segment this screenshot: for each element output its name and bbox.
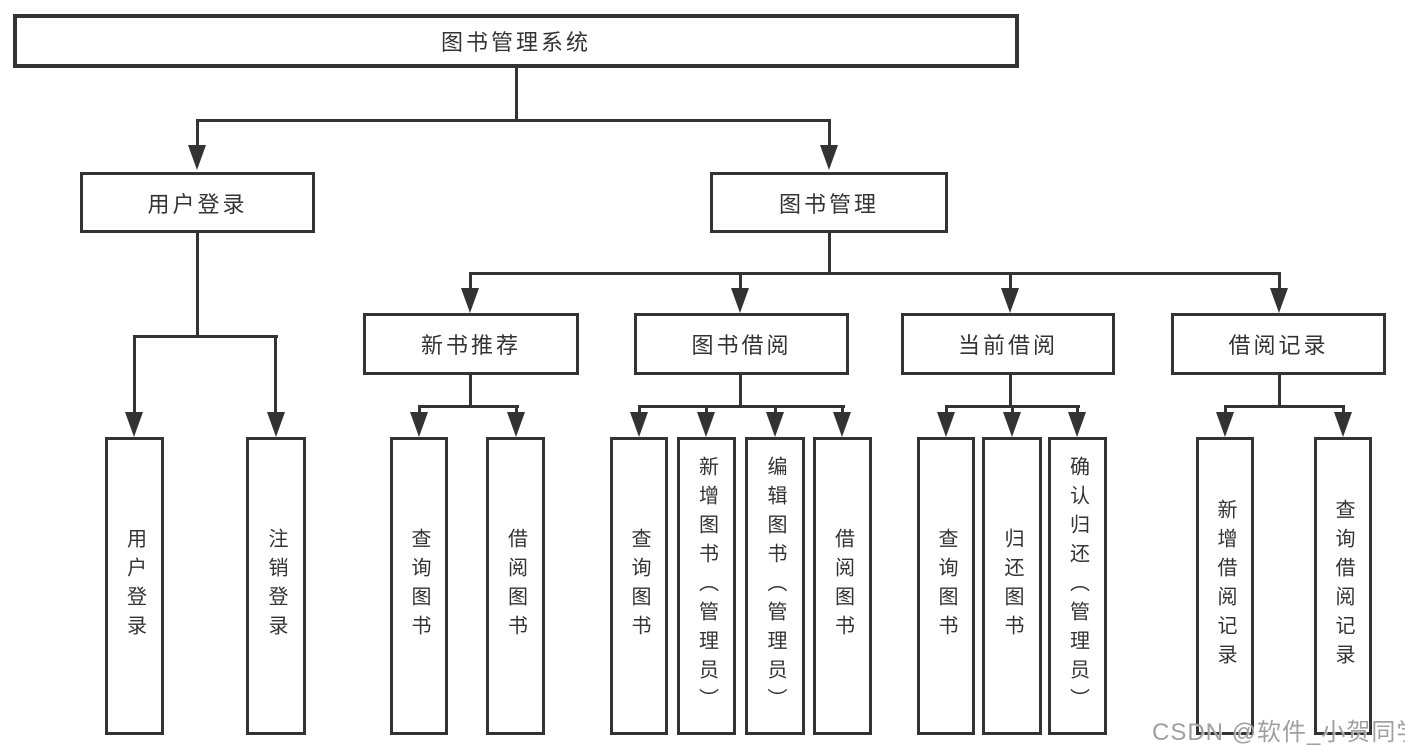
leaf-current-query-books: 查询图书 — [917, 437, 975, 735]
connector-drop-leaf — [1224, 405, 1227, 415]
leaf-add-books-admin-label: 新增图书（管理员） — [695, 455, 718, 717]
leaf-recommend-borrow-books: 借阅图书 — [486, 437, 545, 735]
node-new-book-recommend: 新书推荐 — [363, 313, 579, 375]
arrow-down-icon — [461, 288, 479, 313]
arrow-down-icon — [833, 412, 851, 437]
arrow-down-icon — [731, 288, 749, 313]
arrow-down-icon — [1001, 288, 1019, 313]
connector-drop-level3 — [469, 272, 472, 290]
arrow-down-icon — [507, 412, 525, 437]
connector-drop-leaf — [1011, 405, 1014, 415]
leaf-confirm-return-admin-label: 确认归还（管理员） — [1066, 455, 1089, 717]
arrow-down-icon — [1216, 412, 1234, 437]
node-book-borrow: 图书借阅 — [634, 313, 849, 375]
leaf-add-borrow-record-label: 新增借阅记录 — [1214, 499, 1236, 673]
arrow-down-icon — [937, 412, 955, 437]
leaf-borrow-books: 借阅图书 — [813, 437, 872, 735]
node-root-label: 图书管理系统 — [440, 30, 591, 55]
arrow-down-icon — [630, 412, 648, 437]
arrow-down-icon — [267, 412, 285, 437]
connector-records-branch — [1224, 405, 1345, 408]
connector-drop-leaf — [274, 335, 277, 415]
connector-drop-leaf — [945, 405, 948, 415]
node-user-login: 用户登录 — [80, 172, 315, 233]
connector-drop-level3 — [1009, 272, 1012, 290]
leaf-query-borrow-record-label: 查询借阅记录 — [1332, 499, 1354, 673]
leaf-borrow-query-books: 查询图书 — [610, 437, 668, 735]
arrow-down-icon — [1270, 288, 1288, 313]
leaf-logout-label: 注销登录 — [265, 528, 287, 644]
leaf-edit-books-admin: 编辑图书（管理员） — [745, 437, 805, 735]
arrow-down-icon — [697, 412, 715, 437]
connector-borrow-branch — [638, 405, 845, 408]
connector-root-branch — [196, 119, 831, 122]
connector-drop-leaf — [133, 335, 136, 415]
connector-borrow-stem — [739, 375, 742, 407]
leaf-logout: 注销登录 — [246, 437, 306, 735]
connector-drop-level3 — [739, 272, 742, 290]
connector-drop-level3 — [1278, 272, 1281, 290]
connector-recommend-stem — [469, 375, 472, 407]
connector-drop-leaf — [705, 405, 708, 415]
leaf-recommend-query-books-label: 查询图书 — [408, 528, 430, 644]
leaf-user-login: 用户登录 — [105, 437, 164, 735]
connector-root-stem — [515, 67, 518, 120]
arrow-down-icon — [820, 145, 838, 170]
arrow-down-icon — [188, 145, 206, 170]
leaf-add-borrow-record: 新增借阅记录 — [1196, 437, 1254, 735]
node-book-management-label: 图书管理 — [778, 191, 879, 217]
watermark: CSDN @软件_小贺同学 — [1152, 719, 1405, 746]
node-borrow-records: 借阅记录 — [1171, 313, 1386, 375]
node-new-book-recommend-label: 新书推荐 — [420, 333, 521, 358]
leaf-edit-books-admin-label: 编辑图书（管理员） — [764, 455, 786, 717]
connector-drop-leaf — [1076, 405, 1079, 415]
connector-book-management-branch — [469, 272, 1281, 275]
leaf-borrow-books-label: 借阅图书 — [831, 528, 854, 644]
arrow-down-icon — [766, 412, 784, 437]
node-book-management: 图书管理 — [710, 172, 948, 233]
arrow-down-icon — [1068, 412, 1086, 437]
leaf-add-books-admin: 新增图书（管理员） — [677, 437, 736, 735]
connector-drop-leaf — [638, 405, 641, 415]
node-root: 图书管理系统 — [13, 14, 1019, 68]
leaf-return-books-label: 归还图书 — [1001, 528, 1023, 644]
leaf-recommend-borrow-books-label: 借阅图书 — [504, 528, 527, 644]
connector-user-login-branch — [133, 335, 278, 338]
node-user-login-label: 用户登录 — [147, 191, 248, 217]
leaf-confirm-return-admin: 确认归还（管理员） — [1048, 437, 1107, 735]
node-current-borrow: 当前借阅 — [901, 313, 1115, 375]
connector-drop-leaf — [418, 405, 421, 415]
connector-drop-user-login — [196, 119, 199, 149]
arrow-down-icon — [410, 412, 428, 437]
leaf-current-query-books-label: 查询图书 — [935, 528, 957, 644]
connector-current-stem — [1009, 375, 1012, 407]
connector-recommend-branch — [418, 405, 519, 408]
connector-drop-book-management — [828, 119, 831, 149]
connector-records-stem — [1278, 375, 1281, 407]
leaf-recommend-query-books: 查询图书 — [390, 437, 448, 735]
connector-book-management-stem — [828, 233, 831, 274]
leaf-query-borrow-record: 查询借阅记录 — [1314, 437, 1372, 735]
node-borrow-records-label: 借阅记录 — [1228, 333, 1329, 358]
connector-drop-leaf — [841, 405, 844, 415]
arrow-down-icon — [125, 412, 143, 437]
leaf-user-login-label: 用户登录 — [123, 528, 146, 644]
node-current-borrow-label: 当前借阅 — [957, 333, 1058, 358]
connector-drop-leaf — [1342, 405, 1345, 415]
node-book-borrow-label: 图书借阅 — [691, 333, 792, 358]
connector-user-login-stem — [196, 233, 199, 337]
connector-drop-leaf — [774, 405, 777, 415]
leaf-borrow-query-books-label: 查询图书 — [628, 528, 650, 644]
leaf-return-books: 归还图书 — [982, 437, 1042, 735]
arrow-down-icon — [1334, 412, 1352, 437]
connector-drop-leaf — [515, 405, 518, 415]
arrow-down-icon — [1003, 412, 1021, 437]
